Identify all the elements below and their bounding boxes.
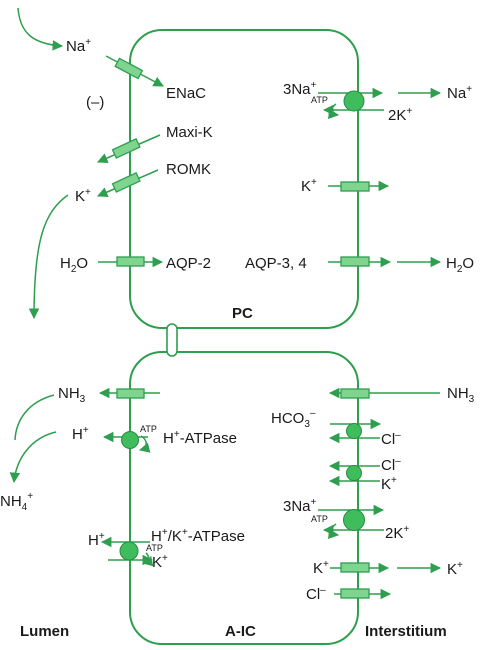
hk-lumen-h-label: H+ [88,531,105,549]
interstitium-na-label: Na+ [447,84,472,102]
romk-label: ROMK [166,161,211,178]
aic-pump-atp-label: ATP [311,514,328,524]
hco3-label: HCO3– [271,408,316,430]
aic-cell-label: A-IC [225,623,256,640]
hk-atpase-label: H+/K+-ATPase [151,527,245,545]
pc-cell-membrane [129,29,359,329]
lumen-nh3-label: NH3 [58,385,86,405]
h-atpase-label: H+-ATPase [163,429,237,447]
aqp2-channel [116,256,145,267]
cl2-label: Cl– [381,456,401,474]
aic-basolateral-cl-label: Cl– [306,585,326,603]
aqp2-label: AQP-2 [166,255,211,272]
tight-junction [166,323,178,357]
aqp34-channel [340,256,370,267]
na-lumen-arrow [17,7,64,51]
maxik-label: Maxi-K [166,124,213,141]
aic-apical-nh3-channel [116,388,145,399]
aic-basolateral-nh3-channel [340,388,370,399]
pc-pump-k-label: 2K+ [388,106,412,124]
pc-pump-na-label: 3Na+ [283,80,317,98]
k-lumen-flow-arrow [28,194,69,320]
enac-label: ENaC [166,85,206,102]
hk-atpase-pump [119,541,139,561]
cl1-label: Cl– [381,430,401,448]
lumen-nh4-label: NH4+ [0,491,33,513]
interstitium-k-label: K+ [447,560,463,578]
aic-basolateral-k-label: K+ [313,559,329,577]
h-atpase-atp-label: ATP [140,424,157,434]
maxik-channel [111,138,141,159]
lumen-h-label: H+ [72,425,89,443]
lumen-h2o-label: H2O [60,255,88,275]
h-lumen-curve [9,431,57,484]
k-cl-cotransporter [346,465,362,481]
pc-atp-curl-icon [327,103,340,120]
pc-basolateral-k-channel [340,181,370,192]
h-atpase-atp-curl-icon [138,435,151,453]
interstitium-nh3-label: NH3 [447,385,475,405]
hk-atp-label: ATP [146,543,163,553]
romk-channel [111,172,141,193]
lumen-k-label: K+ [75,187,91,205]
aqp34-label: AQP-3, 4 [245,255,307,272]
nh3-lumen-curve [14,394,55,441]
membrane-charge-label: (–) [86,94,104,111]
pc-cell-label: PC [232,305,253,322]
aic-na-k-pump [343,509,365,531]
pc-pump-atp-label: ATP [311,95,328,105]
enac-channel [114,57,144,80]
pc-basolateral-k-label: K+ [301,177,317,195]
aic-pump-na-label: 3Na+ [283,497,317,515]
lumen-na-label: Na+ [66,37,91,55]
hk-k-label: K+ [152,553,168,571]
interstitium-region-label: Interstitium [365,623,447,640]
pc-na-k-pump [343,90,365,112]
hco3-cl-exchanger [346,423,362,439]
h-atpase-pump [121,431,139,449]
lumen-region-label: Lumen [20,623,69,640]
k-cotrans-label: K+ [381,475,397,493]
aic-cell-membrane [129,351,359,645]
hk-atp-curl-icon [141,552,154,567]
aic-pump-k-label: 2K+ [385,524,409,542]
interstitium-h2o-label: H2O [446,255,474,275]
aic-atp-curl-icon [327,523,340,540]
aic-basolateral-cl-channel [340,588,370,599]
aic-basolateral-k-channel [340,562,370,573]
